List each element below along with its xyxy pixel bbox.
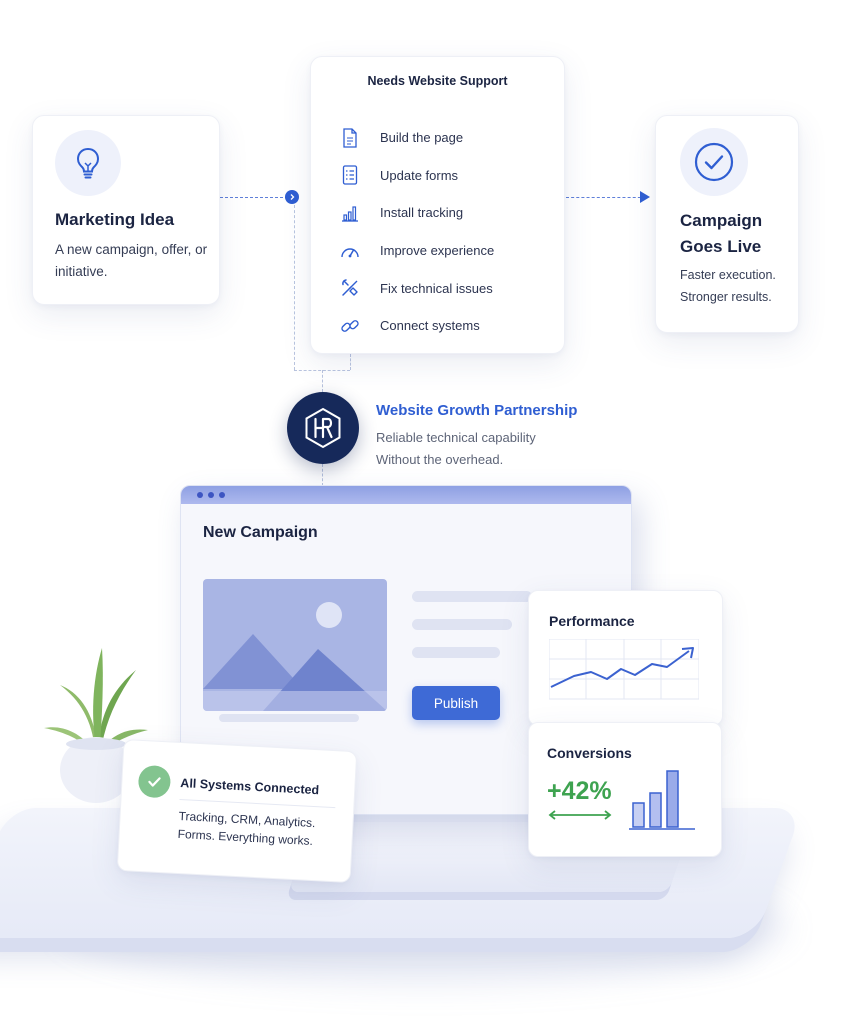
text-placeholder-line: [412, 647, 500, 658]
connector-idea-to-support: [220, 197, 288, 198]
conversions-card: Conversions +42%: [528, 722, 722, 857]
connector-support-right: [350, 354, 351, 370]
website-support-card: Needs Website Support Build the page Upd…: [310, 56, 565, 354]
monitor-page-title: New Campaign: [203, 524, 318, 541]
list-item-label: Fix technical issues: [380, 280, 493, 296]
window-dot-icon: [208, 492, 214, 498]
image-placeholder-icon: [203, 579, 387, 711]
connector-to-logo: [322, 370, 323, 392]
partnership-title: Website Growth Partnership: [376, 402, 578, 419]
plant-illustration: [44, 648, 148, 803]
lightbulb-icon: [55, 130, 121, 196]
link-icon: [339, 315, 361, 337]
connector-support-to-live: [566, 197, 646, 198]
conversions-value: +42%: [547, 777, 612, 805]
list-item: Build the page: [339, 119, 494, 157]
list-item-label: Build the page: [380, 130, 464, 146]
marketing-idea-title: Marketing Idea: [55, 210, 175, 229]
hexagon-logo-icon: [305, 407, 341, 449]
conversions-title: Conversions: [547, 745, 632, 761]
partnership-line1: Reliable technical capability: [376, 430, 536, 445]
publish-button[interactable]: Publish: [412, 686, 500, 720]
text-placeholder-line: [219, 714, 359, 722]
document-icon: [339, 127, 361, 149]
list-item-label: Connect systems: [380, 318, 480, 334]
window-dot-icon: [219, 492, 225, 498]
list-item: Install tracking: [339, 194, 494, 232]
list-item: Fix technical issues: [339, 269, 494, 307]
monitor-title-bar: [181, 486, 631, 504]
website-support-title: Needs Website Support: [367, 74, 508, 88]
partner-logo: [287, 392, 359, 464]
double-arrow-icon: [548, 810, 612, 820]
support-task-list: Build the page Update forms Install trac…: [339, 119, 494, 345]
window-dot-icon: [197, 492, 203, 498]
conversions-bar-chart-icon: [629, 770, 695, 830]
list-item-label: Install tracking: [380, 205, 464, 221]
campaign-live-card: Campaign Goes Live Faster execution. Str…: [655, 115, 799, 333]
text-placeholder-line: [412, 619, 512, 630]
divider: [179, 798, 336, 809]
form-icon: [339, 164, 361, 186]
campaign-live-line2: Stronger results.: [680, 290, 772, 304]
tools-icon: [339, 277, 361, 299]
list-item: Update forms: [339, 157, 494, 195]
list-item: Connect systems: [339, 307, 494, 345]
campaign-live-line1: Faster execution.: [680, 268, 776, 282]
check-icon: [137, 764, 172, 799]
campaign-live-title: Campaign Goes Live: [680, 211, 763, 256]
systems-connected-card: All Systems Connected Tracking, CRM, Ana…: [116, 738, 358, 884]
performance-line-chart: [549, 639, 699, 700]
list-item: Improve experience: [339, 232, 494, 270]
performance-card: Performance: [528, 590, 723, 726]
connector-logo-to-monitor: [322, 464, 323, 486]
speedometer-icon: [339, 240, 361, 262]
marketing-idea-card: Marketing Idea A new campaign, offer, or…: [32, 115, 220, 305]
campaign-live-description: Faster execution. Stronger results.: [680, 264, 800, 308]
list-item-label: Update forms: [380, 167, 459, 183]
partnership-line2: Without the overhead.: [376, 452, 504, 467]
text-placeholder-line: [412, 591, 532, 602]
list-item-label: Improve experience: [380, 243, 495, 259]
connector-support-left: [294, 205, 295, 370]
marketing-idea-description: A new campaign, offer, or initiative.: [55, 242, 208, 279]
check-circle-icon: [680, 128, 748, 196]
systems-description: Tracking, CRM, Analytics. Forms. Everyth…: [177, 808, 316, 849]
connector-arrow-icon: [285, 190, 299, 204]
connector-arrowhead-icon: [640, 191, 650, 203]
performance-title: Performance: [549, 613, 635, 629]
bar-chart-icon: [339, 202, 361, 224]
systems-title: All Systems Connected: [180, 776, 320, 798]
